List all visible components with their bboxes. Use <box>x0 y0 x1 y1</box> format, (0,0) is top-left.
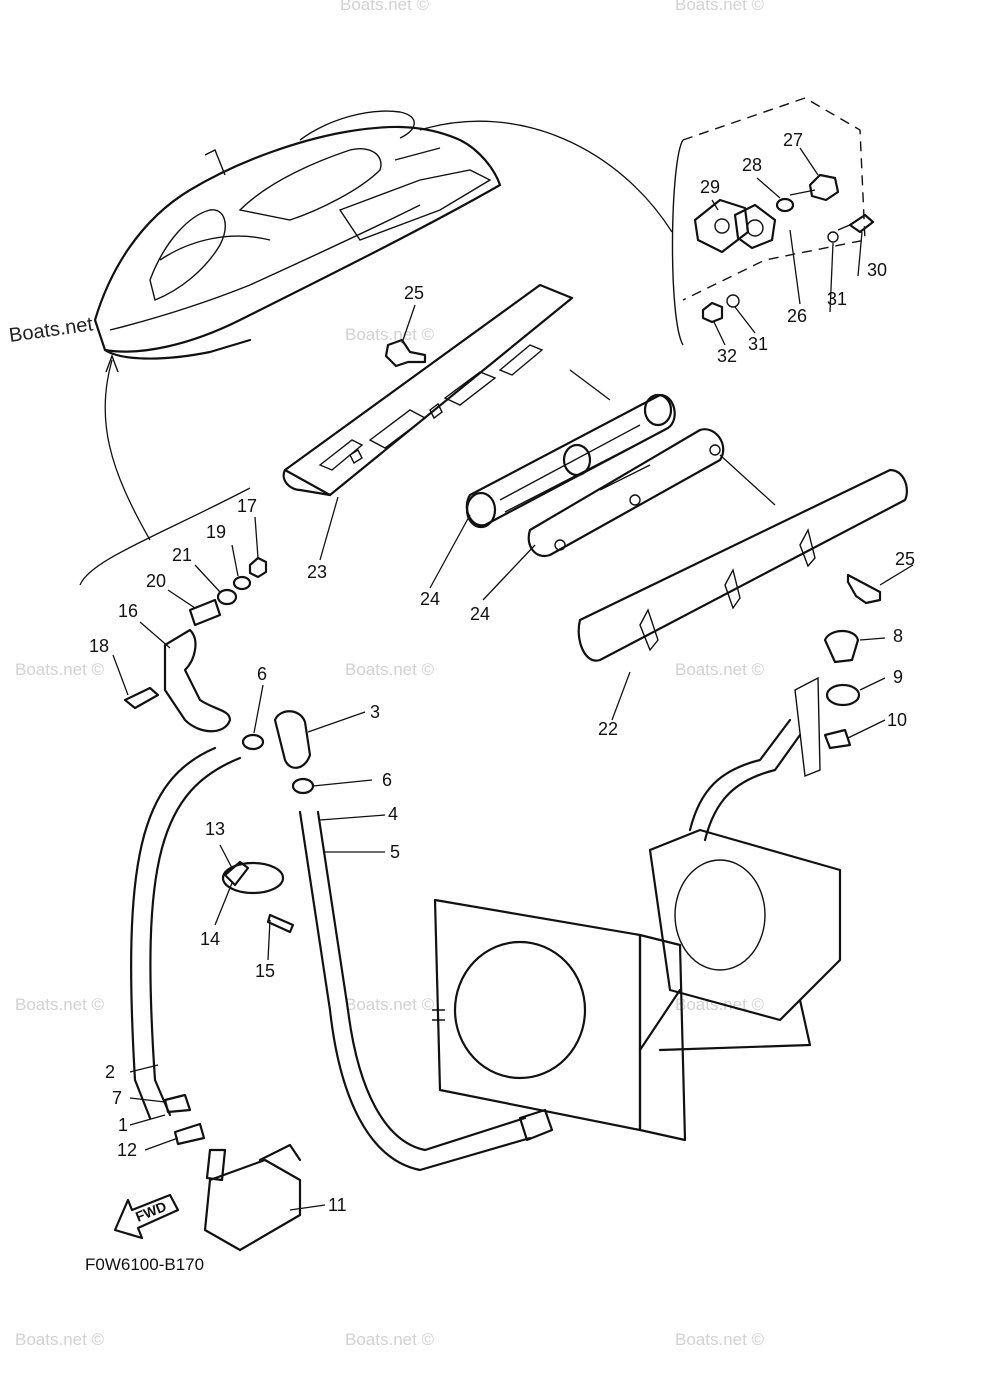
callout-17: 17 <box>237 496 257 516</box>
clamp-13 <box>221 861 285 895</box>
module-11-bracket <box>258 1143 302 1162</box>
callout-10: 10 <box>887 710 907 730</box>
bolt-25-right <box>846 573 882 605</box>
callout-19: 19 <box>206 522 226 542</box>
leader-lines <box>112 147 914 1211</box>
callout-24: 24 <box>470 604 490 624</box>
hose-4-5 <box>316 810 527 1152</box>
callout-29: 29 <box>700 177 720 197</box>
valve-3 <box>273 710 312 769</box>
hose-tag <box>794 676 821 777</box>
watermark: Boats.net © <box>345 995 435 1014</box>
callout-2: 2 <box>105 1062 115 1082</box>
callout-31: 31 <box>748 334 768 354</box>
figure-code: F0W6100-B170 <box>85 1255 204 1274</box>
jet-pump-housing <box>432 718 842 1142</box>
pin-15 <box>266 913 295 934</box>
callout-18: 18 <box>89 636 109 656</box>
callout-32: 32 <box>717 346 737 366</box>
inset-dashed-outline <box>682 97 866 301</box>
callout-24: 24 <box>420 589 440 609</box>
watermark: Boats.net © <box>675 1330 765 1349</box>
fwd-arrow <box>113 1193 180 1240</box>
clamp-7 <box>163 1093 192 1114</box>
callout-12: 12 <box>117 1140 137 1160</box>
connector-line <box>419 120 673 233</box>
connector-line <box>104 359 151 541</box>
callout-5: 5 <box>390 842 400 862</box>
hose-end <box>518 1108 554 1142</box>
callout-3: 3 <box>370 702 380 722</box>
hose-4-5 <box>298 810 532 1172</box>
callout-22: 22 <box>598 719 618 739</box>
watermark: Boats.net © <box>15 995 105 1014</box>
inset-bracket <box>671 139 684 346</box>
lower-plate <box>577 468 908 662</box>
hose-clamp-6-bottom <box>291 777 315 795</box>
callout-4: 4 <box>388 804 398 824</box>
callout-28: 28 <box>742 155 762 175</box>
callout-25: 25 <box>895 549 915 569</box>
watermark: Boats.net © <box>345 1330 435 1349</box>
callout-labels: 25 25 27 28 29 30 31 26 31 32 17 19 21 2… <box>89 130 915 1215</box>
washer-9 <box>825 683 861 707</box>
watermark: Boats.net © <box>340 0 430 14</box>
callout-14: 14 <box>200 929 220 949</box>
clip-10 <box>823 728 852 750</box>
callout-25: 25 <box>404 283 424 303</box>
inset-parts <box>693 173 875 324</box>
intake-grate-assembly <box>465 393 725 558</box>
callout-6: 6 <box>257 664 267 684</box>
callout-6: 6 <box>382 770 392 790</box>
callout-31: 31 <box>827 289 847 309</box>
callout-11: 11 <box>328 1195 347 1215</box>
bolt-25-top <box>384 338 427 368</box>
drain-plug-8 <box>823 629 860 664</box>
callout-27: 27 <box>783 130 803 150</box>
fwd-label: FWD <box>133 1198 169 1225</box>
clip-12 <box>173 1122 206 1146</box>
hose-2 <box>149 756 242 1117</box>
callout-30: 30 <box>867 260 887 280</box>
watermark: Boats.net © <box>15 660 105 679</box>
arrow-head <box>105 354 119 373</box>
callout-23: 23 <box>307 562 327 582</box>
watermark-main: Boats.net <box>8 313 95 347</box>
hose-clamp-6-top <box>241 733 265 751</box>
callout-15: 15 <box>255 961 275 981</box>
watermark: Boats.net © <box>675 660 765 679</box>
callout-21: 21 <box>172 545 192 565</box>
callout-16: 16 <box>118 601 138 621</box>
watermark: Boats.net © <box>15 1330 105 1349</box>
callout-7: 7 <box>112 1088 122 1108</box>
watermark: Boats.net © <box>345 325 435 344</box>
module-11 <box>203 1158 302 1252</box>
callout-9: 9 <box>893 667 903 687</box>
watercraft-illustration <box>93 110 502 360</box>
upper-grate-panel <box>282 283 574 497</box>
watermark: Boats.net © <box>345 660 435 679</box>
callout-8: 8 <box>893 626 903 646</box>
callout-26: 26 <box>787 306 807 326</box>
watermark: Boats.net © <box>675 0 765 14</box>
clamp-14 <box>223 860 250 887</box>
callout-13: 13 <box>205 819 225 839</box>
callout-1: 1 <box>118 1115 128 1135</box>
callout-20: 20 <box>146 571 166 591</box>
hose-2 <box>130 746 217 1120</box>
group-bracket <box>79 487 251 586</box>
module-11-tube <box>205 1148 227 1182</box>
